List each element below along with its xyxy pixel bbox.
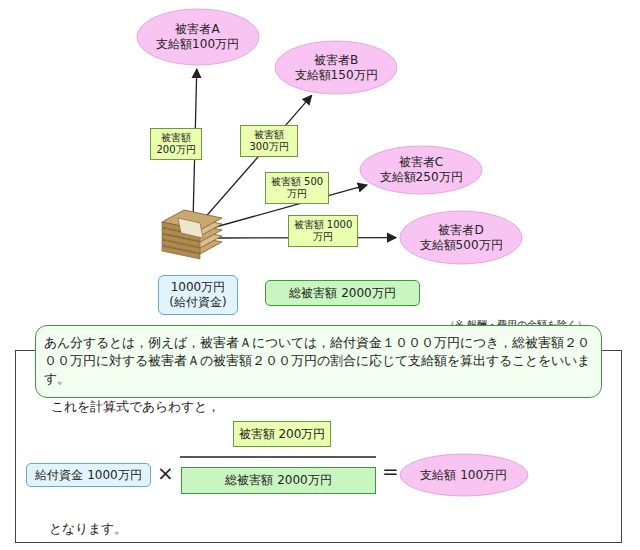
fund-arrows	[193, 69, 396, 238]
node-text: 支給額150万円	[295, 68, 378, 83]
node-text: 支給額100万円	[156, 37, 239, 52]
ellipse-outline	[400, 454, 528, 496]
fund-term: 給付資金 1000万円	[26, 463, 151, 487]
node-text: 給付資金 1000万円	[35, 468, 141, 483]
node-text: 被害額 500万円	[268, 176, 326, 201]
ellipse-outline	[137, 9, 259, 65]
node-text: 支給額500万円	[420, 238, 503, 253]
recipient-ellipse: 被害者B支給額150万円	[274, 40, 398, 95]
numerator-box: 被害額 200万円	[233, 421, 331, 447]
money-band	[178, 218, 203, 238]
fraction-bar	[180, 456, 376, 458]
explanation-callout: あん分するとは，例えば，被害者Ａについては，給付資金１０００万円につき，総被害額…	[35, 325, 602, 398]
node-text: 支給額250万円	[380, 170, 463, 185]
node-text: 1000万円 (給付資金)	[161, 280, 235, 310]
formula-caption: これを計算式であらわすと，	[51, 399, 220, 415]
denominator-box: 総被害額 2000万円	[181, 467, 376, 494]
node-text: 被害額 300万円	[243, 129, 295, 154]
damage-label: 被害額 300万円	[240, 125, 298, 157]
ellipse-outline	[400, 211, 522, 264]
node-text: 支給額 100万円	[420, 468, 507, 483]
recipient-ellipse: 被害者A支給額100万円	[136, 8, 260, 66]
formula-caption: となります。	[49, 521, 127, 537]
damage-label: 被害額 500万円	[265, 172, 329, 204]
node-text: あん分するとは，例えば，被害者Ａについては，給付資金１０００万円につき，総被害額…	[44, 334, 593, 389]
node-text: 被害額 1000万円	[291, 219, 355, 244]
equals-sign: =	[382, 459, 399, 483]
ellipse-outline	[360, 146, 482, 194]
recipient-ellipse: 被害者C支給額250万円	[359, 145, 483, 195]
node-text: 被害者C	[399, 155, 443, 170]
total-damage-box: 総被害額 2000万円	[265, 280, 420, 306]
damage-label: 被害額 200万円	[150, 128, 202, 160]
money-stack	[162, 210, 222, 259]
node-text: 被害者D	[438, 223, 483, 238]
multiply-sign: ×	[157, 461, 174, 485]
node-text: 総被害額 2000万円	[225, 473, 331, 488]
result-ellipse: 支給額 100万円	[399, 453, 529, 497]
damage-label: 被害額 1000万円	[288, 215, 358, 247]
node-text: 総被害額 2000万円	[289, 286, 395, 301]
ellipse-outline	[275, 41, 397, 94]
node-text: 被害額 200万円	[239, 427, 326, 442]
node-text: 被害者B	[314, 53, 358, 68]
node-text: 被害者A	[175, 22, 219, 37]
node-text: 被害額 200万円	[153, 132, 199, 157]
fund-box: 1000万円 (給付資金)	[158, 275, 238, 315]
recipient-ellipse: 被害者D支給額500万円	[399, 210, 523, 265]
